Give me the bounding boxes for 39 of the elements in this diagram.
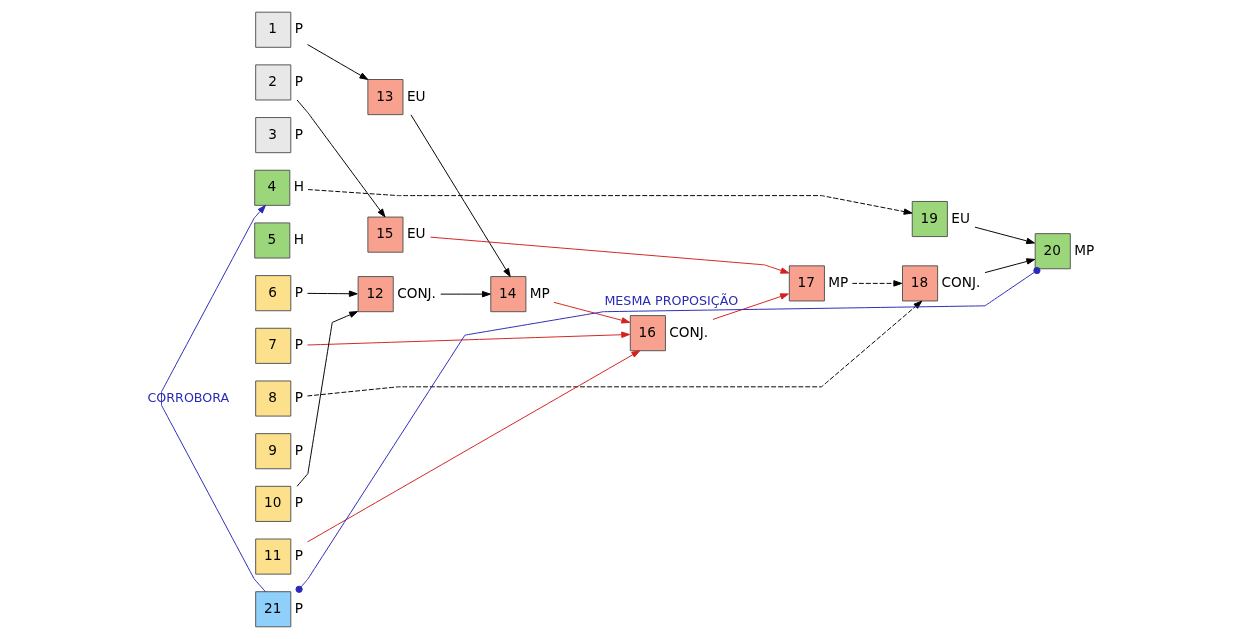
arrow bbox=[307, 290, 358, 297]
edge-label: MESMA PROPOSIÇÃO bbox=[604, 293, 739, 309]
node-label: EU bbox=[406, 87, 426, 104]
arrow bbox=[296, 311, 358, 487]
node-label: H bbox=[293, 178, 304, 195]
node-label: MP bbox=[828, 274, 849, 291]
arrow bbox=[440, 290, 491, 298]
node-label: P bbox=[294, 547, 303, 564]
node-label: P bbox=[294, 73, 303, 90]
arrow bbox=[851, 280, 903, 287]
node-label: P bbox=[294, 336, 303, 353]
arrow bbox=[307, 331, 630, 346]
node-label: P bbox=[294, 599, 303, 616]
node-label: CONJ. bbox=[669, 323, 709, 340]
arrow bbox=[307, 189, 913, 215]
arrow bbox=[984, 258, 1036, 274]
arrow bbox=[430, 236, 790, 274]
node-label: P bbox=[294, 125, 303, 142]
node-label: CONJ. bbox=[941, 274, 981, 291]
arrow bbox=[296, 99, 386, 218]
arrow bbox=[974, 226, 1035, 245]
arrow bbox=[307, 44, 369, 80]
arrow bbox=[161, 204, 266, 593]
node-label: P bbox=[294, 441, 303, 458]
arrow bbox=[307, 300, 923, 397]
node-label: EU bbox=[406, 225, 426, 242]
node-label: P bbox=[294, 283, 303, 300]
arrow bbox=[712, 293, 789, 320]
arrow bbox=[553, 301, 631, 324]
node-label: H bbox=[293, 231, 304, 248]
node-label: P bbox=[294, 494, 303, 511]
node-label: EU bbox=[951, 209, 970, 226]
node-label: MP bbox=[529, 284, 550, 301]
node-label: P bbox=[294, 20, 303, 37]
arrow bbox=[410, 114, 511, 277]
arrow bbox=[307, 350, 641, 543]
node-label: MP bbox=[1074, 241, 1095, 258]
node-label: CONJ. bbox=[397, 284, 436, 301]
node-label: P bbox=[294, 389, 303, 406]
